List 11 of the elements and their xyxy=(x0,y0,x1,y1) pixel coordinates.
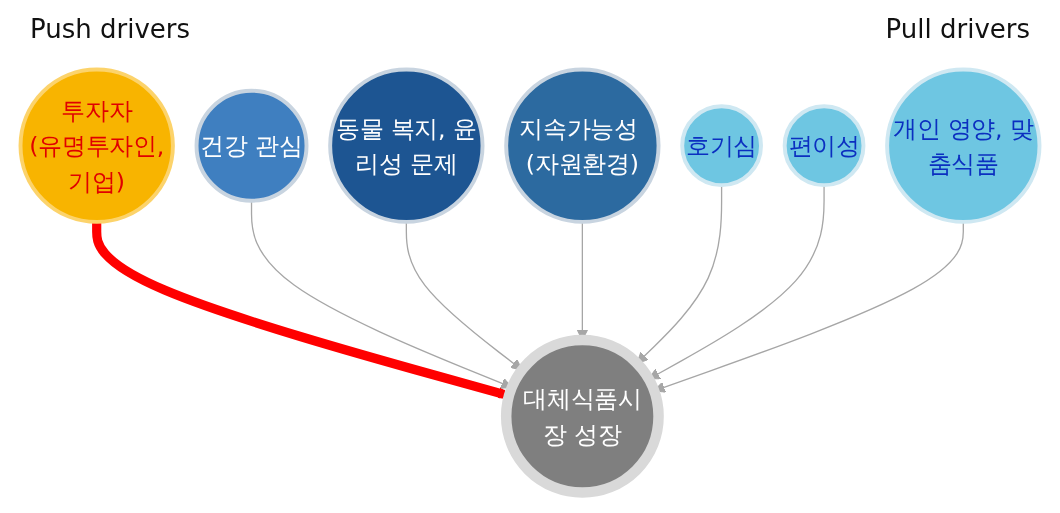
node-circle: 지속가능성 (자원환경) xyxy=(504,67,661,224)
node-circle: 투자자 (유명투자인,기업) xyxy=(18,67,175,224)
node-circle: 대체식품시장 성장 xyxy=(500,334,664,498)
arrow xyxy=(636,184,723,364)
node-circle: 동물 복지, 윤리성 문제 xyxy=(328,67,485,224)
node-circle: 호기심 xyxy=(680,104,763,188)
group-heading: Push drivers xyxy=(30,14,191,44)
group-heading: Pull drivers xyxy=(885,14,1030,44)
node-circle: 개인 영양, 맞춤식품 xyxy=(885,67,1042,224)
node-circle: 편이성 xyxy=(782,104,866,188)
node-circle: 건강 관심 xyxy=(194,88,309,203)
